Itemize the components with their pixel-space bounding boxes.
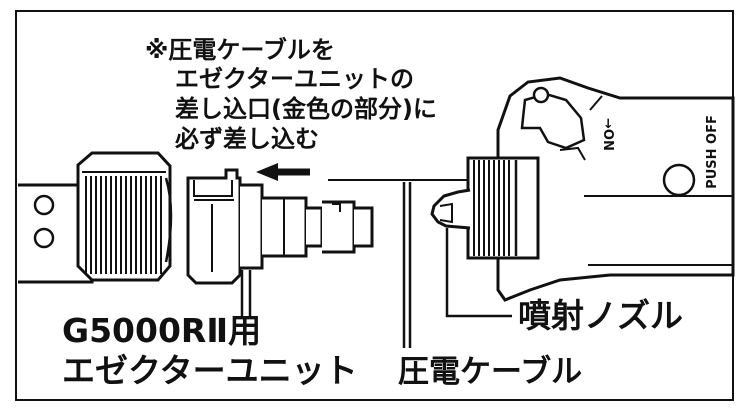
ejector-unit [186,168,374,285]
note-line-1: ※圧電ケーブルを [145,36,335,64]
ejector-unit-model-label: G5000RⅡ用 [62,311,261,350]
push-off-marking: PUSH OFF [705,115,720,189]
note-line-3: 差し込口(金色の部分)に [175,95,437,123]
nozzle-label: 噴射ノズル [518,296,683,335]
on-marking: →ON [600,118,615,151]
leader-nozzle [445,228,512,318]
note-line-4: 必ず差し込む [175,125,319,153]
insertion-arrow [256,163,310,181]
piezo-cable-label: 圧電ケーブル [398,354,582,390]
handle-hole-bottom [33,227,55,249]
handle-hole-top [33,194,55,216]
knurled-nut [76,151,173,282]
threaded-collar [466,156,540,260]
spray-gun-body [496,76,735,302]
spray-nozzle [430,188,471,230]
ejector-unit-label: エゼクターユニット [62,351,358,390]
note-line-2: エゼクターユニットの [175,65,414,93]
trigger-pivot [532,86,550,104]
left-handle-body [18,183,94,284]
push-off-button [662,163,696,197]
